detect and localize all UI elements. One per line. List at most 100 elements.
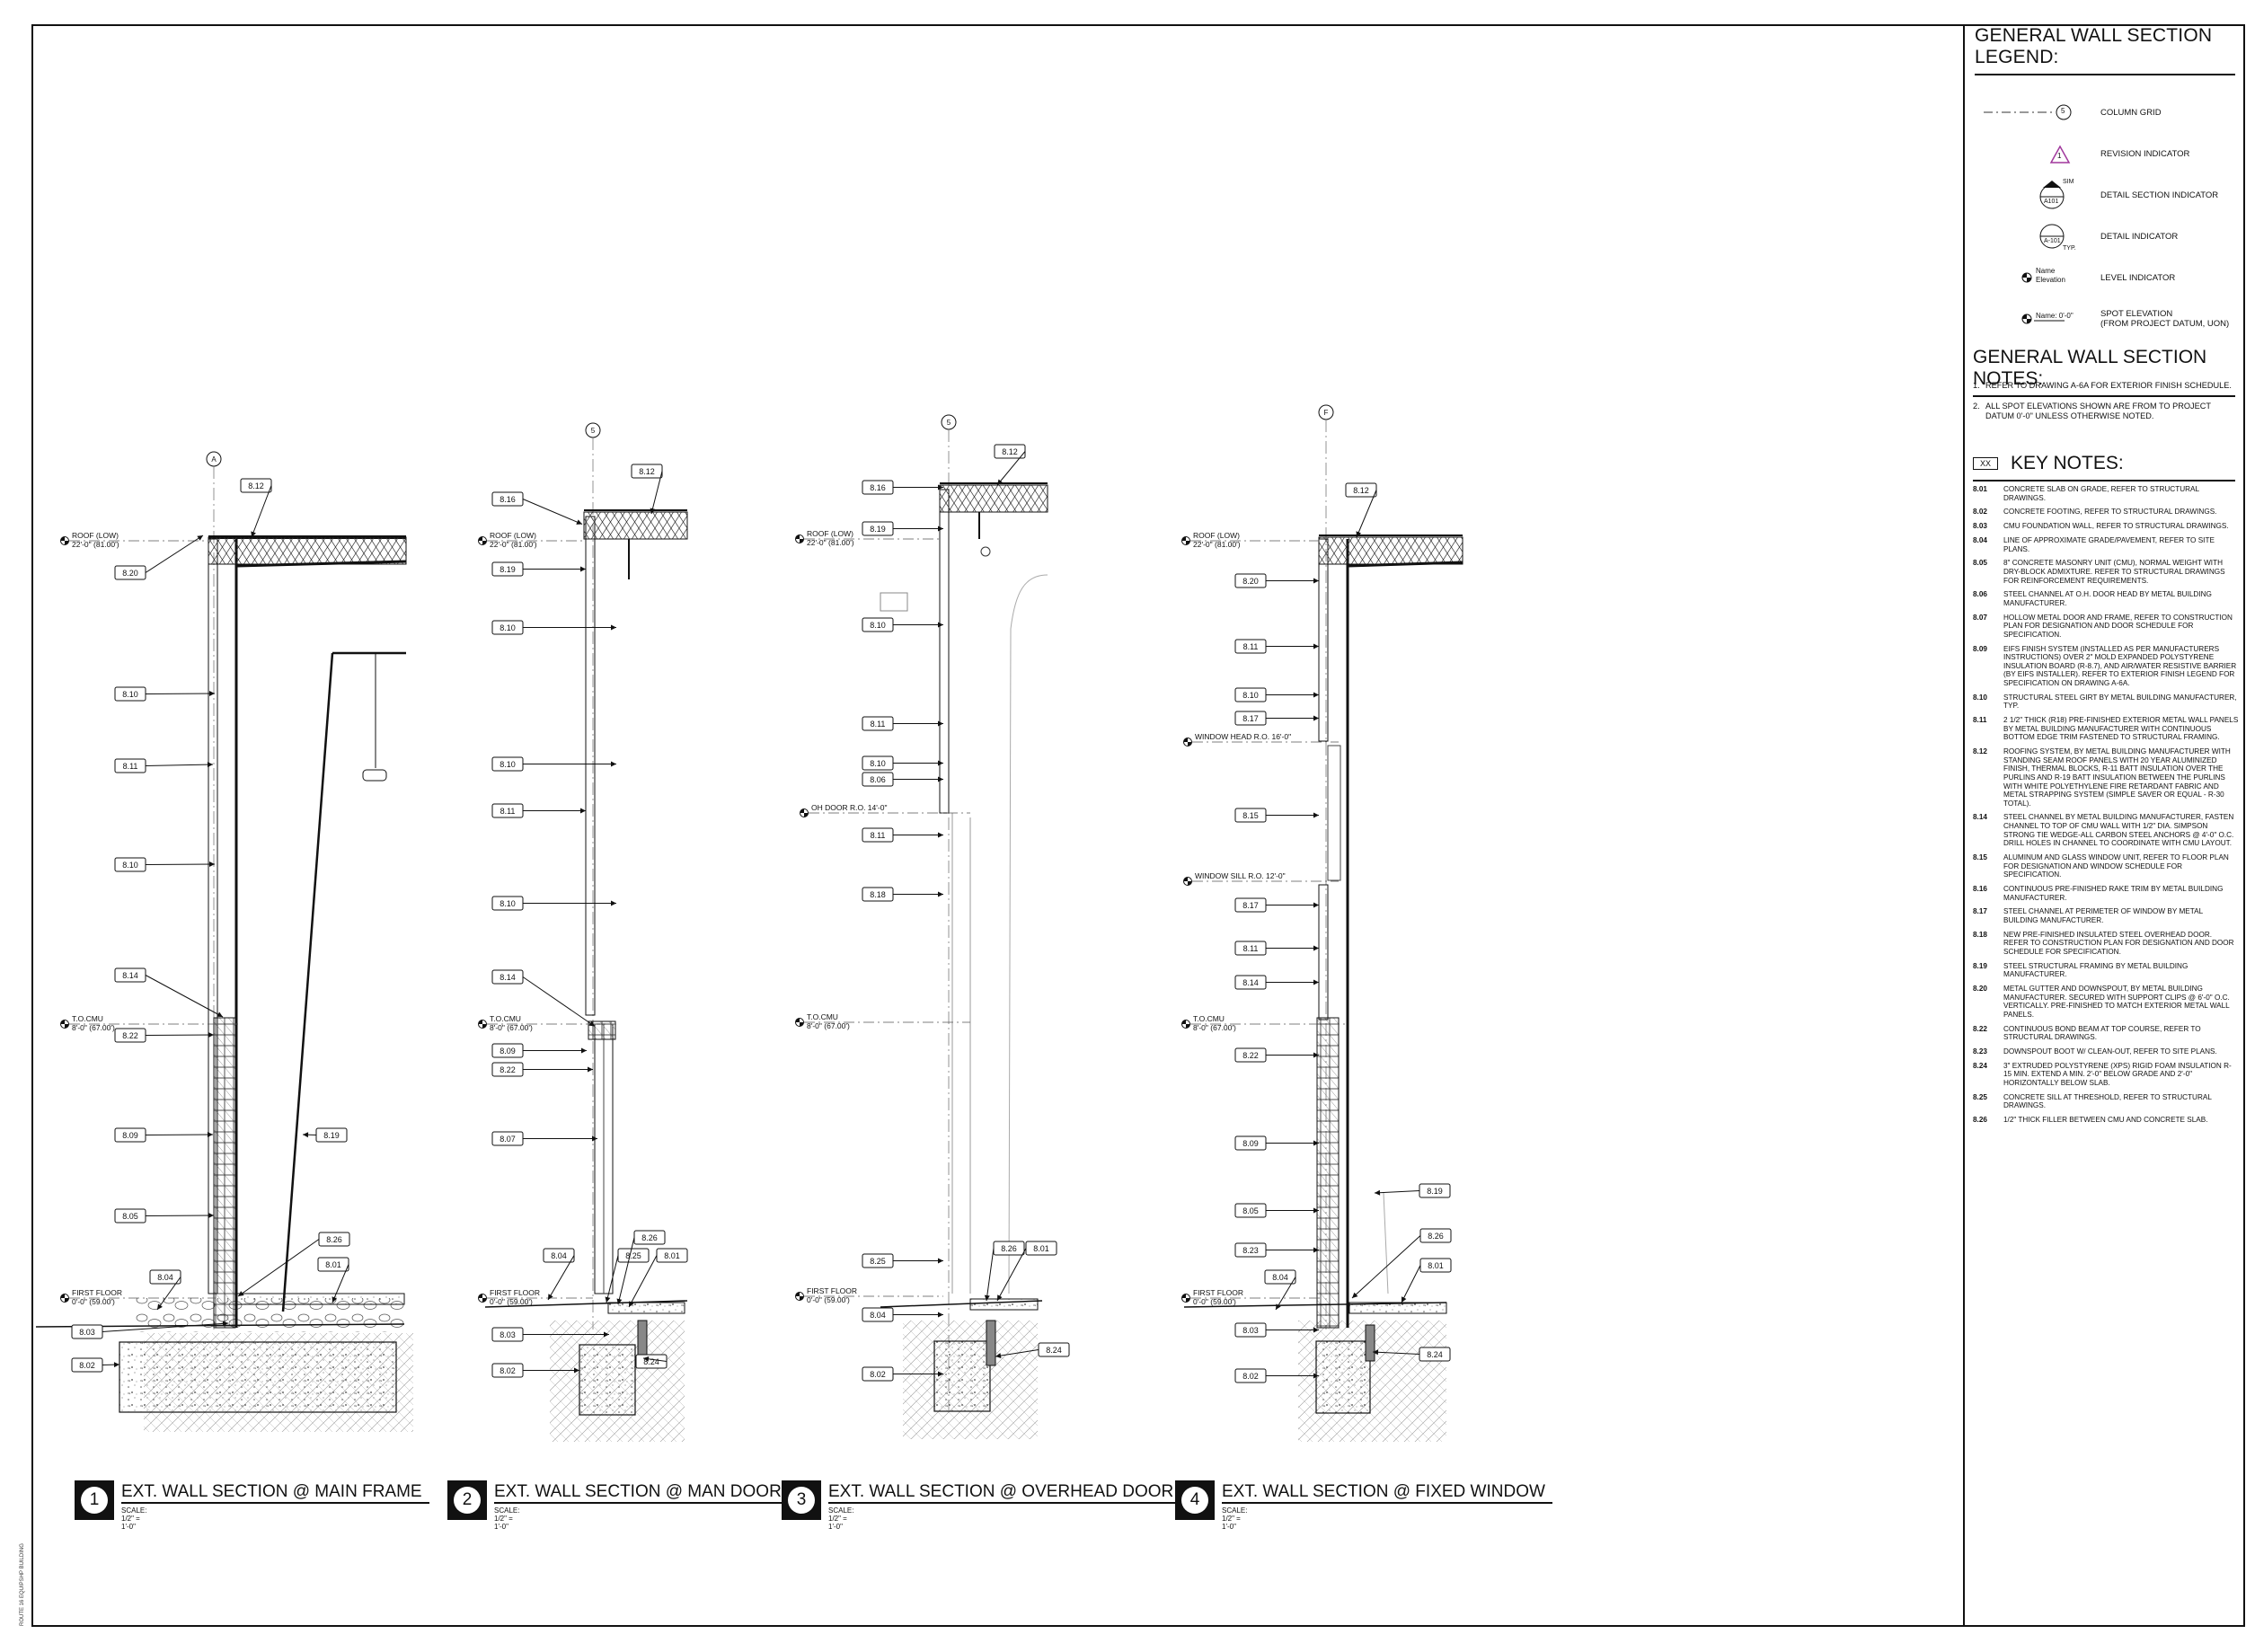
level-marker-fill (1181, 536, 1186, 541)
key-notes-title: KEY NOTES: (2011, 453, 2124, 473)
leader-line (145, 534, 204, 573)
leader-arrow (580, 566, 586, 572)
typ-label: TYP. (2063, 245, 2076, 252)
key-note-code: 8.22 (1973, 1024, 1987, 1033)
keynote-tag: 8.24 (643, 1357, 659, 1366)
keynote-tag: 8.11 (1243, 642, 1259, 651)
keynote-tag: 8.22 (500, 1065, 516, 1074)
key-note-text: LINE OF APPROXIMATE GRADE/PAVEMENT, REFE… (2003, 535, 2215, 553)
keynote-tag: 8.04 (551, 1251, 567, 1260)
general-note: 1.REFER TO DRAWING A-6A FOR EXTERIOR FIN… (1973, 381, 2235, 391)
leader-line (650, 471, 663, 515)
keynote-tag: 8.17 (1242, 714, 1259, 723)
leader-arrow (208, 691, 215, 697)
level-name: ROOF (LOW) (807, 529, 853, 538)
level-name: FIRST FLOOR (490, 1288, 540, 1297)
section-scale: SCALE: 1/2" = 1'-0" (121, 1506, 147, 1531)
key-note-code: 8.23 (1973, 1047, 1987, 1056)
leader-arrow (629, 1301, 634, 1307)
level-elevation: 8'-0" (67.00') (72, 1023, 115, 1032)
keynote-tag: 8.05 (122, 1212, 138, 1221)
leader-line (251, 485, 272, 538)
level-marker-fill (1188, 881, 1192, 886)
leader-arrow (938, 526, 943, 532)
key-note-text: CONCRETE SILL AT THRESHOLD, REFER TO STR… (2003, 1092, 2212, 1110)
note-text: ALL SPOT ELEVATIONS SHOWN ARE FROM TO PR… (1985, 402, 2211, 420)
keynote-tag: 8.17 (1242, 901, 1259, 910)
roof-insulation (583, 511, 688, 540)
keynote-tag: 8.05 (1242, 1206, 1259, 1215)
leader-arrow (995, 1353, 1002, 1359)
light-fixture (362, 769, 387, 782)
leader-arrow (938, 760, 943, 766)
keynote-tag: 8.09 (122, 1131, 138, 1140)
leader-arrow (1356, 531, 1362, 537)
keynote-tag: 8.01 (325, 1260, 341, 1269)
keynote-tag: 8.25 (625, 1251, 641, 1260)
leader-arrow (208, 1032, 214, 1038)
leader-arrow (222, 1321, 228, 1327)
keynote-tag: 8.02 (1242, 1372, 1259, 1381)
leader-line (145, 863, 216, 865)
key-note-code: 8.04 (1973, 535, 1987, 544)
level-marker-fill (1183, 877, 1188, 881)
key-notes-header: XX KEY NOTES: (1973, 453, 2235, 481)
leader-arrow (611, 624, 616, 631)
keynote-tag: 8.12 (248, 481, 264, 490)
level-marker-fill (482, 541, 487, 545)
keynote-tag: 8.20 (1242, 577, 1259, 586)
keynote-tag: 8.10 (870, 621, 886, 630)
level-marker-fill (1186, 1298, 1190, 1303)
slab-on-grade (969, 1298, 1039, 1311)
level-name: FIRST FLOOR (72, 1288, 122, 1297)
level-elevation: 8'-0" (67.00') (807, 1021, 850, 1030)
leader-arrow (605, 1296, 611, 1303)
keynote-tag: 8.26 (1428, 1232, 1444, 1241)
level-marker-fill (478, 1294, 482, 1298)
section-number-badge: 2 (447, 1480, 487, 1520)
note-text: REFER TO DRAWING A-6A FOR EXTERIOR FINIS… (1985, 381, 2232, 390)
sheet-border (31, 24, 2245, 1627)
leader-line (606, 1255, 619, 1303)
key-note-text: 1/2" THICK FILLER BETWEEN CMU AND CONCRE… (2003, 1116, 2208, 1125)
leader-line (1374, 1190, 1420, 1194)
level-elevation: 22'-0" (81.00') (1193, 540, 1241, 549)
keynote-tag: 8.10 (500, 760, 516, 769)
metal-wall-panel (585, 516, 596, 1016)
key-note-text: STEEL CHANNEL AT PERIMETER OF WINDOW BY … (2003, 907, 2203, 924)
metal-wall-panel-lower (1318, 884, 1329, 1020)
keynote-tag: 8.19 (500, 565, 516, 574)
key-note-code: 8.26 (1973, 1116, 1987, 1125)
leader-arrow (1352, 1292, 1358, 1298)
section-title: EXT. WALL SECTION @ FIXED WINDOW (1222, 1482, 1552, 1504)
key-note-text: 8" CONCRETE MASONRY UNIT (CMU), NORMAL W… (2003, 559, 2225, 585)
legend-label: LEVEL INDICATOR (2100, 272, 2176, 283)
key-note-text: DOWNSPOUT BOOT W/ CLEAN-OUT, REFER TO SI… (2003, 1047, 2217, 1056)
leader-arrow (1276, 1303, 1281, 1310)
leader-arrow (938, 832, 943, 838)
roof-insulation (939, 484, 1048, 513)
leader-arrow (207, 1132, 213, 1138)
leader-arrow (1375, 1189, 1381, 1196)
spot-symbol-icon: Name: 0'-0" (1975, 301, 2100, 337)
roof-purlin (236, 560, 407, 568)
column-grid-label: F (1324, 409, 1329, 417)
level-name: ROOF (LOW) (490, 531, 536, 540)
slab-on-grade (1348, 1302, 1447, 1314)
leader-arrow (208, 1213, 214, 1219)
level-marker-fill (800, 1296, 804, 1301)
keynote-tag: 8.26 (326, 1235, 342, 1244)
leader-arrow (197, 535, 203, 541)
